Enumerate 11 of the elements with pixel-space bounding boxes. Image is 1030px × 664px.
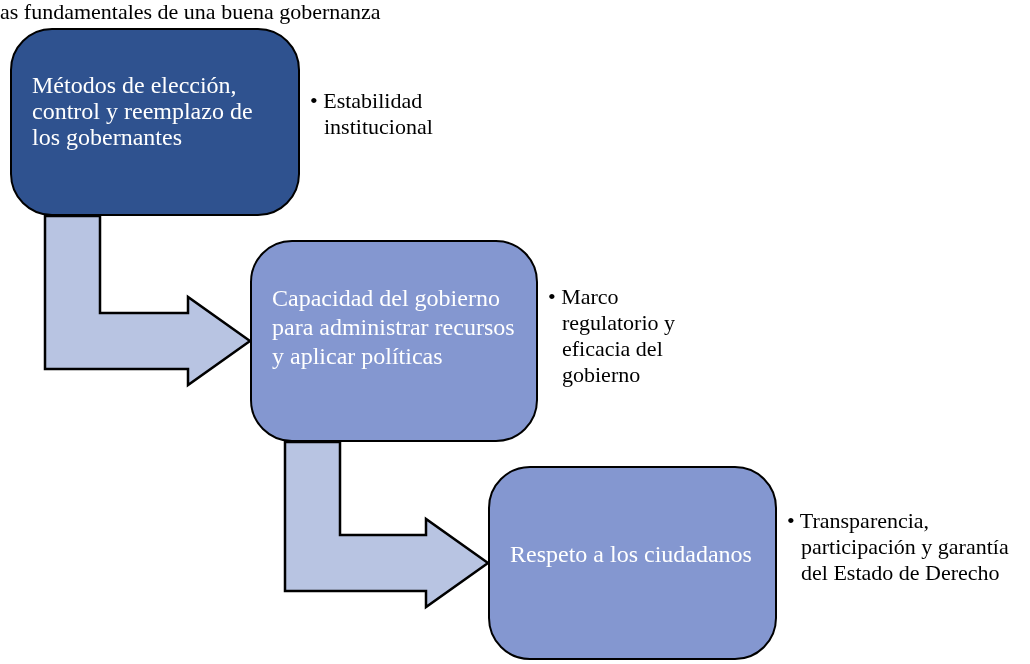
bent-block-arrow	[43, 214, 253, 388]
bent-block-arrow	[283, 440, 491, 610]
box-text: Capacidad del gobierno para administrar recursos y aplicar políticas	[272, 284, 516, 371]
box-text: Métodos de elección, control y reemplazo de los gobernantes	[32, 72, 254, 150]
box-text: Respeto a los ciudadanos	[510, 540, 753, 569]
rounded-process-box	[10, 28, 300, 216]
rounded-process-box	[488, 466, 777, 660]
bullet-note: • Marco regulatorio y eficacia del gobierno	[548, 284, 677, 388]
bullet-note: • Transparencia, participación y garantía del Estado de Derecho	[787, 508, 1010, 586]
bullet-note: • Estabilidad institucional	[310, 88, 434, 140]
rounded-process-box	[250, 240, 538, 442]
